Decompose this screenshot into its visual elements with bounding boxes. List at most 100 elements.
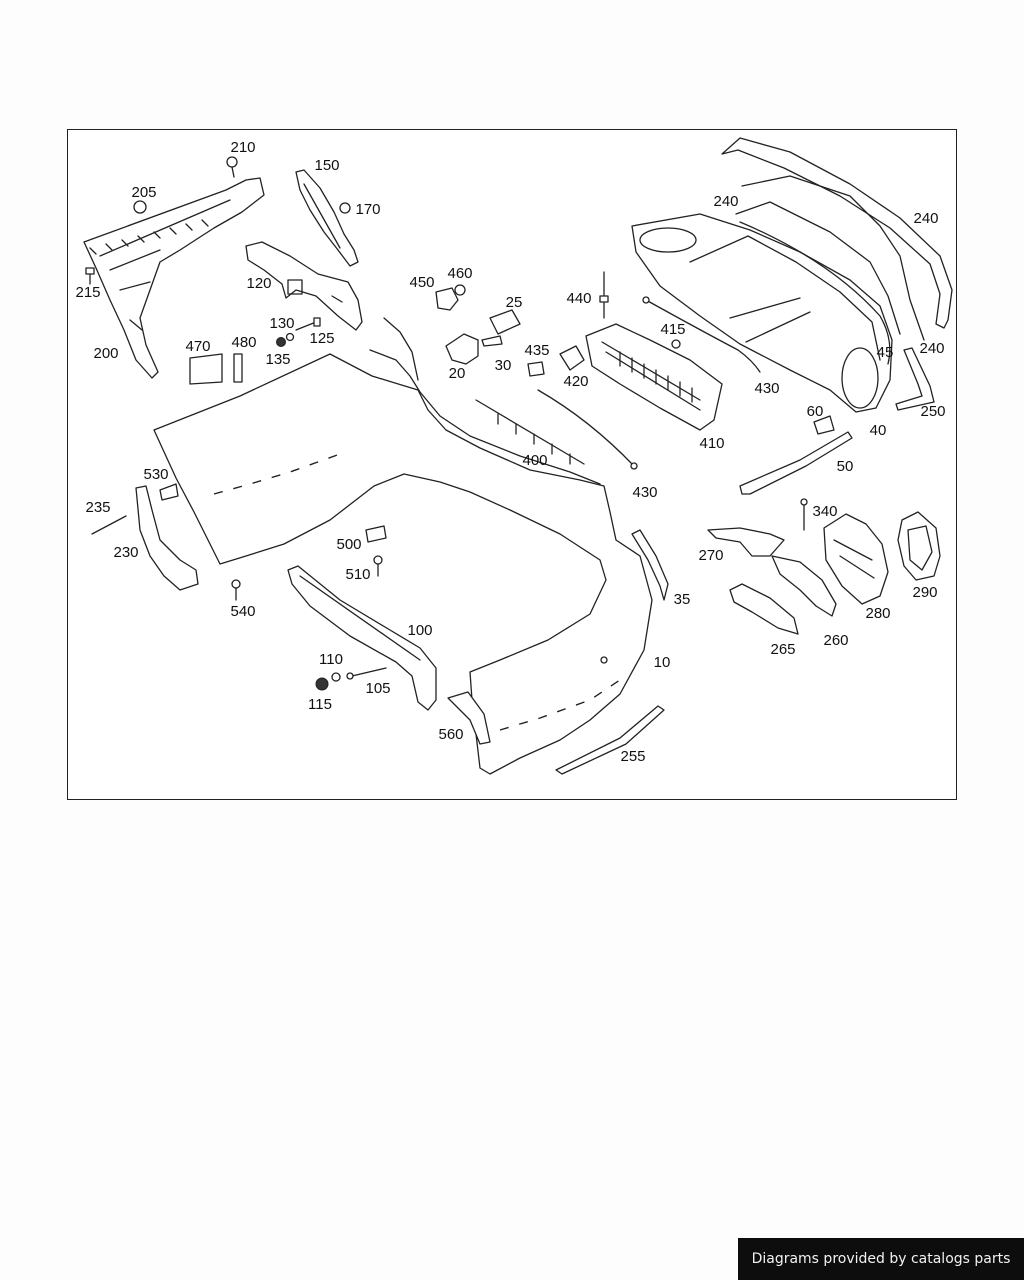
callout-115: 115	[308, 696, 332, 713]
callout-105: 105	[365, 680, 390, 697]
part-255-lower-trim[interactable]	[555, 705, 665, 775]
callout-215: 215	[75, 284, 100, 301]
part-450-sensor[interactable]	[435, 287, 459, 311]
callout-40: 40	[870, 422, 887, 439]
part-540-screw[interactable]	[231, 579, 241, 601]
part-130-125-135-fasteners[interactable]	[276, 317, 321, 347]
callout-205: 205	[131, 184, 156, 201]
part-250-trim[interactable]	[895, 347, 935, 411]
part-270-bracket[interactable]	[707, 527, 785, 557]
callout-240-c: 240	[919, 340, 944, 357]
part-480-strip[interactable]	[233, 353, 243, 383]
callout-255: 255	[620, 748, 645, 765]
callout-430-lower: 430	[632, 484, 657, 501]
callout-150: 150	[314, 157, 339, 174]
callout-60: 60	[807, 403, 824, 420]
callout-450: 450	[409, 274, 434, 291]
callout-480: 480	[231, 334, 256, 351]
part-530-clip[interactable]	[159, 483, 179, 501]
callout-435: 435	[524, 342, 549, 359]
callout-540: 540	[230, 603, 255, 620]
part-235-rivet[interactable]	[91, 515, 127, 535]
callout-130: 130	[269, 315, 294, 332]
callout-280: 280	[865, 605, 890, 622]
part-560-bracket[interactable]	[447, 691, 491, 745]
callout-560: 560	[438, 726, 463, 743]
callout-20: 20	[449, 365, 466, 382]
callout-120: 120	[246, 275, 271, 292]
part-35-trim[interactable]	[631, 529, 669, 601]
part-10-bumper-cover[interactable]	[153, 317, 653, 775]
part-150-upper-bracket[interactable]	[295, 169, 359, 267]
callout-230: 230	[113, 544, 138, 561]
part-40-diffuser[interactable]	[631, 213, 893, 413]
part-265-cover[interactable]	[729, 583, 799, 635]
part-340-screw[interactable]	[800, 498, 808, 531]
part-100-lower-bracket[interactable]	[287, 565, 437, 711]
callout-170: 170	[355, 201, 380, 218]
callout-415: 415	[660, 321, 685, 338]
part-430-cable-upper[interactable]	[642, 296, 761, 373]
part-240-trim-third[interactable]	[735, 201, 901, 335]
callout-125: 125	[309, 330, 334, 347]
callout-30: 30	[495, 357, 512, 374]
part-415-clip[interactable]	[671, 339, 681, 349]
callout-135: 135	[265, 351, 290, 368]
part-400-harness[interactable]	[475, 399, 585, 465]
part-260-bracket[interactable]	[771, 555, 837, 617]
part-280-exhaust-housing[interactable]	[823, 513, 889, 605]
callout-240-b: 240	[913, 210, 938, 227]
callout-110: 110	[319, 651, 343, 668]
callout-510: 510	[345, 566, 370, 583]
footer-credit-badge: Diagrams provided by catalogs parts	[738, 1238, 1024, 1280]
callout-235: 235	[85, 499, 110, 516]
part-20-bracket[interactable]	[445, 333, 479, 365]
part-290-exhaust-tip[interactable]	[897, 511, 941, 581]
callout-45: 45	[877, 344, 894, 361]
callout-500: 500	[336, 536, 361, 553]
part-215-bolt[interactable]	[85, 267, 95, 285]
part-420-holder[interactable]	[559, 345, 585, 371]
part-170-clip[interactable]	[339, 202, 351, 214]
callout-265: 265	[770, 641, 795, 658]
part-50-panel[interactable]	[739, 431, 853, 495]
part-510-screw[interactable]	[373, 555, 383, 577]
footer-credit-text: Diagrams provided by catalogs parts	[751, 1251, 1011, 1267]
callout-25: 25	[506, 294, 523, 311]
part-430-cable-lower[interactable]	[537, 389, 638, 470]
callout-440: 440	[566, 290, 591, 307]
part-460-ring[interactable]	[454, 284, 466, 296]
part-230-side-bracket[interactable]	[135, 485, 199, 591]
callout-460: 460	[447, 265, 472, 282]
part-30-clip[interactable]	[481, 335, 503, 347]
part-120-bracket[interactable]	[245, 241, 363, 331]
part-210-screw[interactable]	[226, 156, 238, 178]
part-25-plate[interactable]	[489, 309, 521, 335]
part-240-trim-second[interactable]	[741, 175, 925, 341]
part-410-absorber[interactable]	[585, 323, 723, 431]
callout-200: 200	[93, 345, 118, 362]
part-110-washer[interactable]	[331, 672, 341, 682]
part-105-bolt[interactable]	[346, 667, 387, 680]
part-435-sensor[interactable]	[527, 361, 545, 377]
callout-420: 420	[563, 373, 588, 390]
callout-210: 210	[230, 139, 255, 156]
callout-250: 250	[920, 403, 945, 420]
callout-340: 340	[812, 503, 837, 520]
part-205-clip[interactable]	[133, 200, 147, 214]
callout-labels: 210 205 215 200 150 170 120 130 125 135 …	[75, 139, 945, 765]
part-45-trim[interactable]	[739, 221, 891, 365]
callout-240-a: 240	[713, 193, 738, 210]
part-470-cover[interactable]	[189, 353, 223, 385]
part-500-clip[interactable]	[365, 525, 387, 543]
part-60-bracket[interactable]	[813, 415, 835, 435]
part-200-left-bracket[interactable]	[83, 177, 265, 379]
part-115-nut[interactable]	[315, 677, 329, 691]
callout-470: 470	[185, 338, 210, 355]
callout-400: 400	[522, 452, 547, 469]
callout-430-upper: 430	[754, 380, 779, 397]
part-440-pin[interactable]	[599, 271, 609, 319]
callout-270: 270	[698, 547, 723, 564]
callout-35: 35	[674, 591, 691, 608]
